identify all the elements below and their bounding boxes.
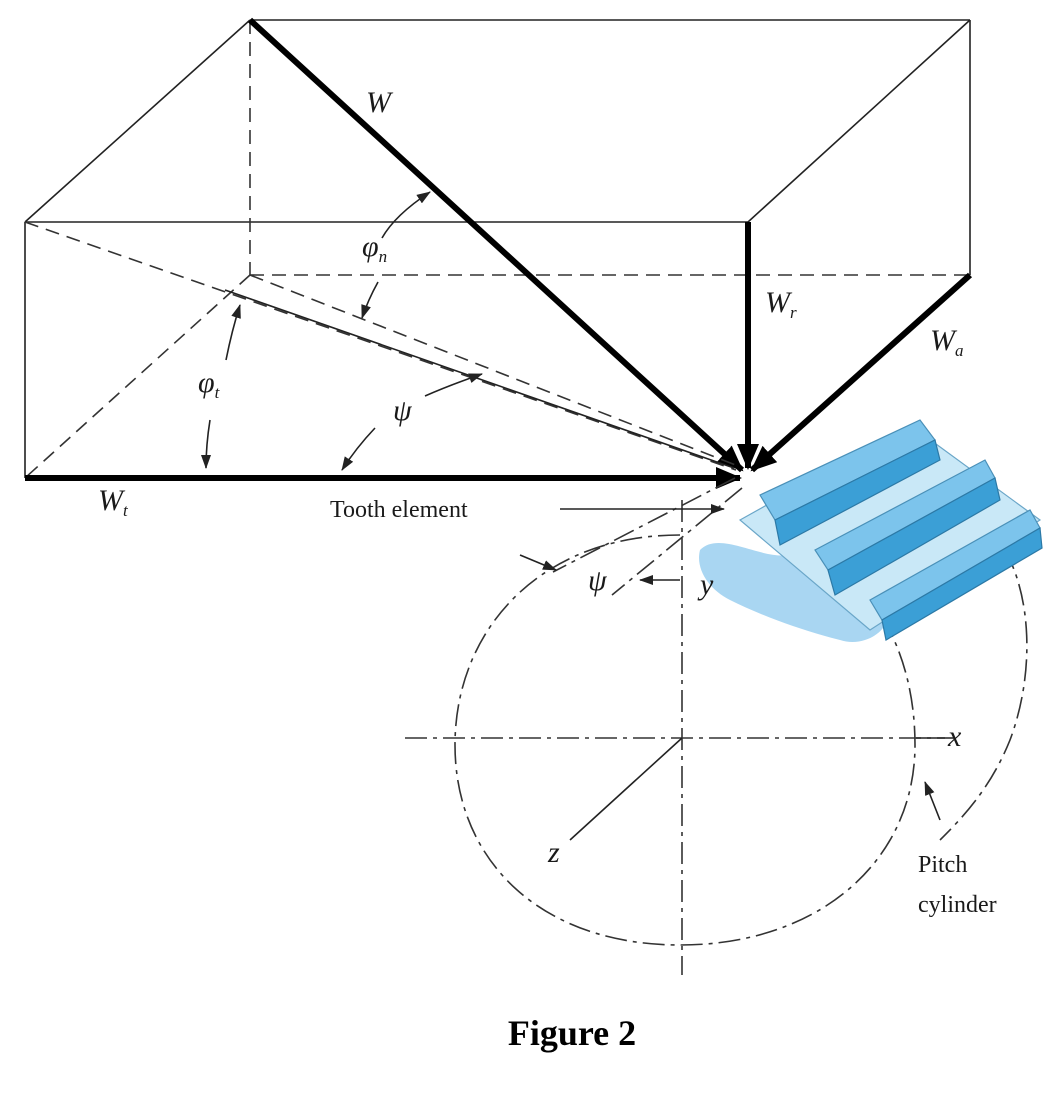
x-axis-label: x [947, 720, 962, 753]
phi-t-label: φt [198, 366, 221, 402]
Wt-label: Wt [98, 484, 129, 520]
gear-teeth-illustration [699, 419, 1043, 643]
Wr-label: Wr [765, 286, 797, 322]
y-axis-label: y [697, 568, 714, 601]
tooth-element-detail [519, 477, 941, 821]
pitch-cylinder-ellipse [454, 534, 916, 946]
labels: W φn φt ψ Wt Wr Wa Tooth element ψ y x z… [98, 86, 997, 1053]
phi-n-label: φn [362, 230, 387, 266]
angle-arcs [201, 191, 483, 471]
pitch-cylinder [405, 500, 1028, 975]
W-label: W [366, 86, 394, 119]
psi-label-upper: ψ [393, 394, 413, 427]
tooth-element-label: Tooth element [330, 497, 468, 523]
Wa-vector [749, 272, 973, 473]
z-axis [569, 737, 683, 841]
pitch-cylinder-label-line2: cylinder [918, 892, 997, 918]
psi-label-lower: ψ [588, 564, 608, 597]
z-axis-label: z [547, 836, 560, 869]
pitch-cylinder-label-line1: Pitch [918, 852, 967, 878]
phi-n-arc [381, 191, 431, 239]
force-vectors [24, 17, 973, 489]
figure-caption: Figure 2 [508, 1013, 636, 1053]
Wa-label: Wa [930, 324, 964, 360]
phi-t-arc [225, 304, 241, 361]
W-vector [247, 17, 745, 473]
psi-arc [424, 373, 483, 397]
gear-shadow [699, 543, 887, 643]
force-box [24, 19, 971, 479]
